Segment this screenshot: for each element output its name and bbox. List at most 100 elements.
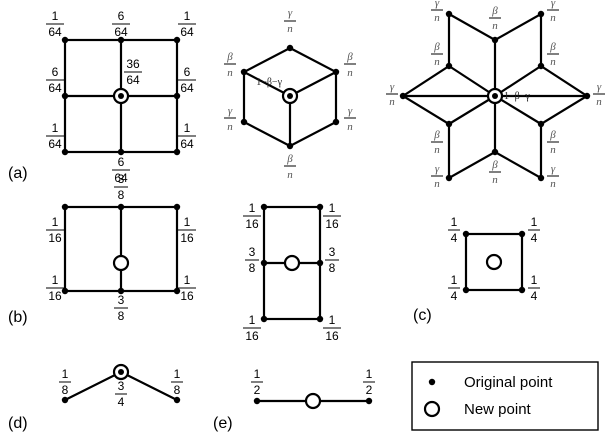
weight-gamma: γ	[551, 0, 556, 9]
original-point	[316, 259, 324, 267]
center-point-dot	[287, 93, 293, 99]
new-point	[485, 253, 503, 271]
weight-den: 8	[62, 383, 69, 397]
weight-num: 1	[184, 273, 191, 287]
weight-n: n	[492, 20, 498, 32]
weight-n: n	[492, 174, 498, 186]
weight-den: 8	[118, 309, 125, 323]
original-point	[445, 10, 453, 18]
original-point	[518, 230, 526, 238]
weight-den: 16	[48, 231, 62, 245]
weight-den: 4	[531, 289, 538, 303]
weight-n: n	[227, 121, 233, 133]
center-point-dot	[118, 369, 124, 375]
weight-num: 6	[118, 9, 125, 23]
hexagon-mask-a: γ n β n β n γ n γ n β n 1−β−γ	[224, 7, 356, 181]
weight-gamma: γ	[390, 81, 395, 93]
original-point	[173, 203, 181, 211]
weight-den: 8	[329, 261, 336, 275]
original-point	[260, 203, 268, 211]
grid-mask-a: 1 64 6 64 1 64 6 64 36 64 6 64 1 64 1 64…	[46, 9, 196, 185]
original-point	[537, 120, 545, 128]
weight-num: 1	[52, 215, 59, 229]
square-mask-c: 1 4 1 4 1 4 1 4	[448, 215, 540, 303]
original-point	[445, 120, 453, 128]
weight-den: 64	[180, 25, 194, 39]
weight-beta: β	[433, 41, 440, 53]
weight-num: 1	[451, 215, 458, 229]
original-point	[491, 36, 499, 44]
original-point	[316, 315, 324, 323]
legend-new-point-label: New point	[464, 401, 532, 418]
original-point	[537, 174, 545, 182]
weight-gamma: γ	[228, 105, 233, 117]
weight-gamma: γ	[597, 81, 602, 93]
original-point	[253, 397, 261, 405]
weight-num: 1	[249, 313, 256, 327]
weight-num: 3	[249, 245, 256, 259]
weight-gamma: γ	[551, 163, 556, 175]
weight-den: 8	[174, 383, 181, 397]
weight-n: n	[596, 96, 602, 108]
weight-den: 16	[245, 329, 259, 343]
new-point	[304, 392, 322, 410]
original-point	[117, 148, 125, 156]
weight-beta: β	[433, 129, 440, 141]
weight-num: 6	[52, 65, 59, 79]
weight-den: 16	[48, 289, 62, 303]
original-point	[537, 10, 545, 18]
weight-num: 1	[52, 121, 59, 135]
original-point	[537, 62, 545, 70]
hexagon-spoke	[288, 70, 338, 98]
rectangle-mask-b-vertical: 1 16 1 16 3 8 3 8 1 16 1 16	[243, 201, 341, 343]
edge-mask-e: 1 2 1 2	[251, 367, 375, 410]
weight-num: 3	[118, 379, 125, 393]
weight-num: 1	[329, 313, 336, 327]
original-point	[117, 287, 125, 295]
weight-beta: β	[286, 153, 293, 165]
original-point	[462, 230, 470, 238]
original-point	[491, 148, 499, 156]
star-spoke	[447, 64, 497, 98]
weight-num: 6	[118, 155, 125, 169]
original-point	[173, 148, 181, 156]
star-mask-a: γ n γ n γ n γ n γ n γ n β n β n β n β n …	[386, 0, 605, 190]
weight-n: n	[434, 56, 440, 68]
original-point	[173, 396, 181, 404]
star-spoke	[493, 94, 543, 126]
weight-n: n	[550, 12, 556, 24]
weight-gamma: γ	[288, 7, 293, 19]
weight-beta: β	[226, 51, 233, 63]
weight-num: 3	[329, 245, 336, 259]
original-point	[117, 203, 125, 211]
original-point	[61, 36, 69, 44]
original-point	[365, 397, 373, 405]
original-point	[173, 92, 181, 100]
hexagon-spoke	[242, 70, 292, 98]
weight-n: n	[287, 169, 293, 181]
original-point	[316, 203, 324, 211]
star-spoke	[493, 64, 543, 98]
original-point	[240, 68, 248, 76]
weight-num: 3	[118, 172, 125, 186]
weight-n: n	[347, 121, 353, 133]
weight-den: 64	[48, 81, 62, 95]
weight-n: n	[550, 56, 556, 68]
weight-den: 4	[451, 289, 458, 303]
weight-den: 16	[245, 217, 259, 231]
center-weight: 1−β−γ	[256, 77, 282, 88]
weight-num: 1	[451, 273, 458, 287]
panel-label-c: (c)	[413, 307, 432, 324]
weight-beta: β	[549, 129, 556, 141]
original-point	[260, 259, 268, 267]
weight-den: 64	[180, 81, 194, 95]
weight-n: n	[434, 144, 440, 156]
weight-den: 4	[118, 395, 125, 409]
center-point-dot	[118, 93, 124, 99]
new-point	[112, 254, 130, 272]
weight-den: 16	[325, 217, 339, 231]
original-point	[117, 36, 125, 44]
original-point	[61, 148, 69, 156]
weight-n: n	[389, 96, 395, 108]
